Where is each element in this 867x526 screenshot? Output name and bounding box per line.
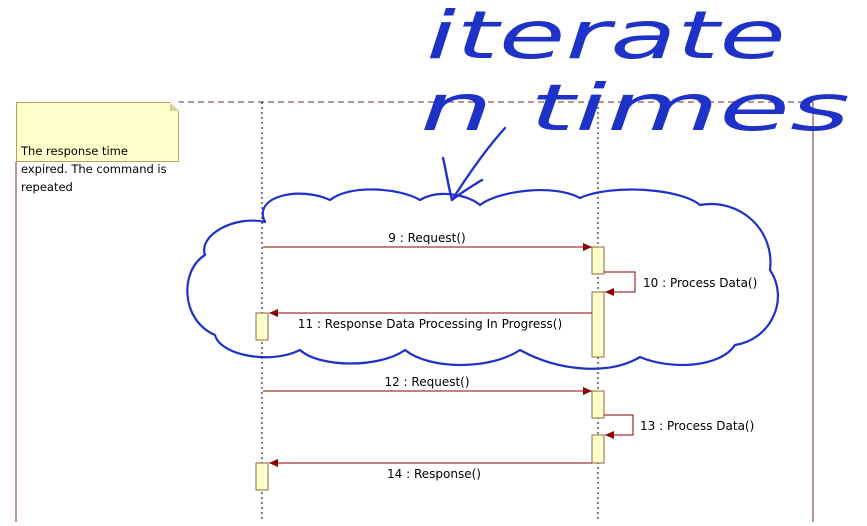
activation-bar — [255, 462, 269, 491]
handdrawn-loop-cloud — [186, 188, 780, 370]
handwritten-line-1: iterate — [426, 0, 786, 74]
message-label-9: 9 : Request() — [388, 231, 465, 245]
message-label-10: 10 : Process Data() — [643, 276, 757, 290]
note-fold-corner — [170, 102, 179, 111]
activation-bar — [591, 390, 605, 419]
message-label-13: 13 : Process Data() — [640, 419, 754, 433]
handwritten-line-2: n times — [420, 72, 850, 146]
message-label-14: 14 : Response() — [387, 467, 481, 481]
message-label-12: 12 : Request() — [384, 375, 469, 389]
note-box: The response time expired. The command i… — [16, 102, 179, 194]
activation-bar — [591, 246, 605, 275]
activation-bar — [591, 291, 605, 358]
message-arrow-10 — [604, 271, 636, 296]
note-text: The response time expired. The command i… — [21, 144, 167, 194]
handdrawn-arrow — [441, 126, 507, 202]
message-label-11: 11 : Response Data Processing In Progres… — [298, 317, 562, 331]
activation-bar — [591, 434, 605, 464]
message-arrow-13 — [604, 414, 634, 439]
activation-bar — [255, 312, 269, 341]
